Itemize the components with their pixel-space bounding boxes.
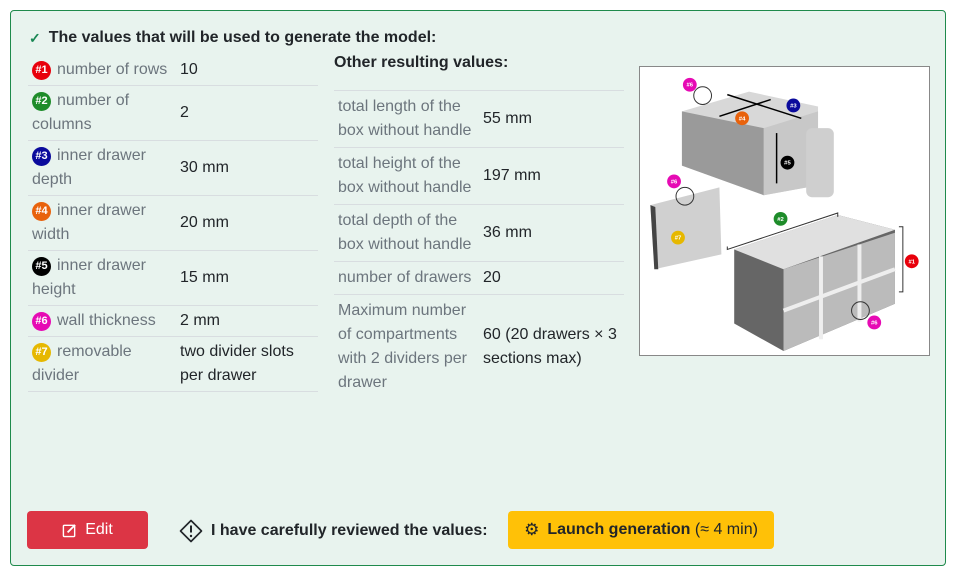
label-text: removable divider: [32, 343, 132, 384]
number-badge: #3: [32, 147, 51, 166]
label-7: #7: [675, 236, 682, 242]
label-1: #1: [908, 259, 915, 265]
label-text: wall thickness: [57, 312, 156, 329]
gear-icon: ⚙: [524, 520, 540, 539]
check-icon: ✓: [29, 29, 41, 46]
label-text: number of rows: [57, 61, 168, 78]
label-6a: #6: [687, 83, 694, 89]
label-4: #4: [739, 116, 746, 122]
number-badge: #5: [32, 257, 51, 276]
other-value: 55 mm: [479, 90, 624, 148]
label-6b: #6: [671, 179, 678, 185]
model-diagram: #6 #3 #4 #5 #6 #7 #2 #1 #6: [639, 66, 930, 356]
label-6c: #6: [871, 320, 878, 326]
label-text: inner drawer depth: [32, 147, 146, 188]
label-3: #3: [790, 103, 797, 109]
input-value: 2: [176, 85, 318, 141]
other-label: total height of the box without handle: [334, 147, 479, 205]
input-value: 30 mm: [176, 140, 318, 196]
other-values-heading: Other resulting values:: [334, 54, 509, 71]
input-value: 20 mm: [176, 195, 318, 251]
values-panel: ✓ The values that will be used to genera…: [10, 10, 946, 566]
other-label: total length of the box without handle: [334, 90, 479, 148]
other-value: 20: [479, 261, 624, 295]
input-value: two divider slots per drawer: [176, 336, 318, 392]
other-label: Maximum number of compartments with 2 di…: [334, 294, 479, 399]
number-badge: #7: [32, 343, 51, 362]
other-value: 36 mm: [479, 204, 624, 262]
input-row: #1 number of rows 10: [28, 55, 318, 86]
warning-diamond-icon: [179, 519, 203, 543]
other-value: 60 (20 drawers × 3 sections max): [479, 294, 624, 399]
label-5: #5: [784, 161, 791, 167]
review-notice: I have carefully reviewed the values:: [179, 519, 488, 543]
other-label: number of drawers: [334, 261, 479, 295]
review-label: I have carefully reviewed the values:: [211, 522, 488, 539]
number-badge: #6: [32, 312, 51, 331]
number-badge: #1: [32, 61, 51, 80]
panel-title: ✓ The values that will be used to genera…: [29, 29, 436, 47]
input-row: #6 wall thickness 2 mm: [28, 305, 318, 337]
launch-time: (≈ 4 min): [694, 521, 758, 538]
label-text: inner drawer width: [32, 202, 146, 243]
label-text: inner drawer height: [32, 257, 146, 298]
launch-label: Launch generation: [547, 521, 691, 538]
input-value: 10: [176, 55, 318, 86]
case-illustration: [726, 212, 904, 352]
number-badge: #4: [32, 202, 51, 221]
input-label: #1 number of rows: [28, 55, 176, 86]
title-text: The values that will be used to generate…: [48, 29, 437, 46]
other-row: Maximum number of compartments with 2 di…: [334, 294, 624, 399]
label-text: number of columns: [32, 92, 130, 133]
launch-generation-button[interactable]: ⚙ Launch generation (≈ 4 min): [508, 511, 774, 549]
edit-button[interactable]: Edit: [27, 511, 148, 549]
other-label: total depth of the box without handle: [334, 204, 479, 262]
drawer-illustration: [681, 91, 834, 198]
label-2: #2: [777, 217, 784, 223]
edit-label: Edit: [85, 521, 113, 538]
number-badge: #2: [32, 92, 51, 111]
input-value: 15 mm: [176, 250, 318, 306]
divider-illustration: [650, 187, 722, 270]
input-label: #6 wall thickness: [28, 305, 176, 337]
edit-icon: [62, 523, 76, 537]
input-value: 2 mm: [176, 305, 318, 337]
other-value: 197 mm: [479, 147, 624, 205]
